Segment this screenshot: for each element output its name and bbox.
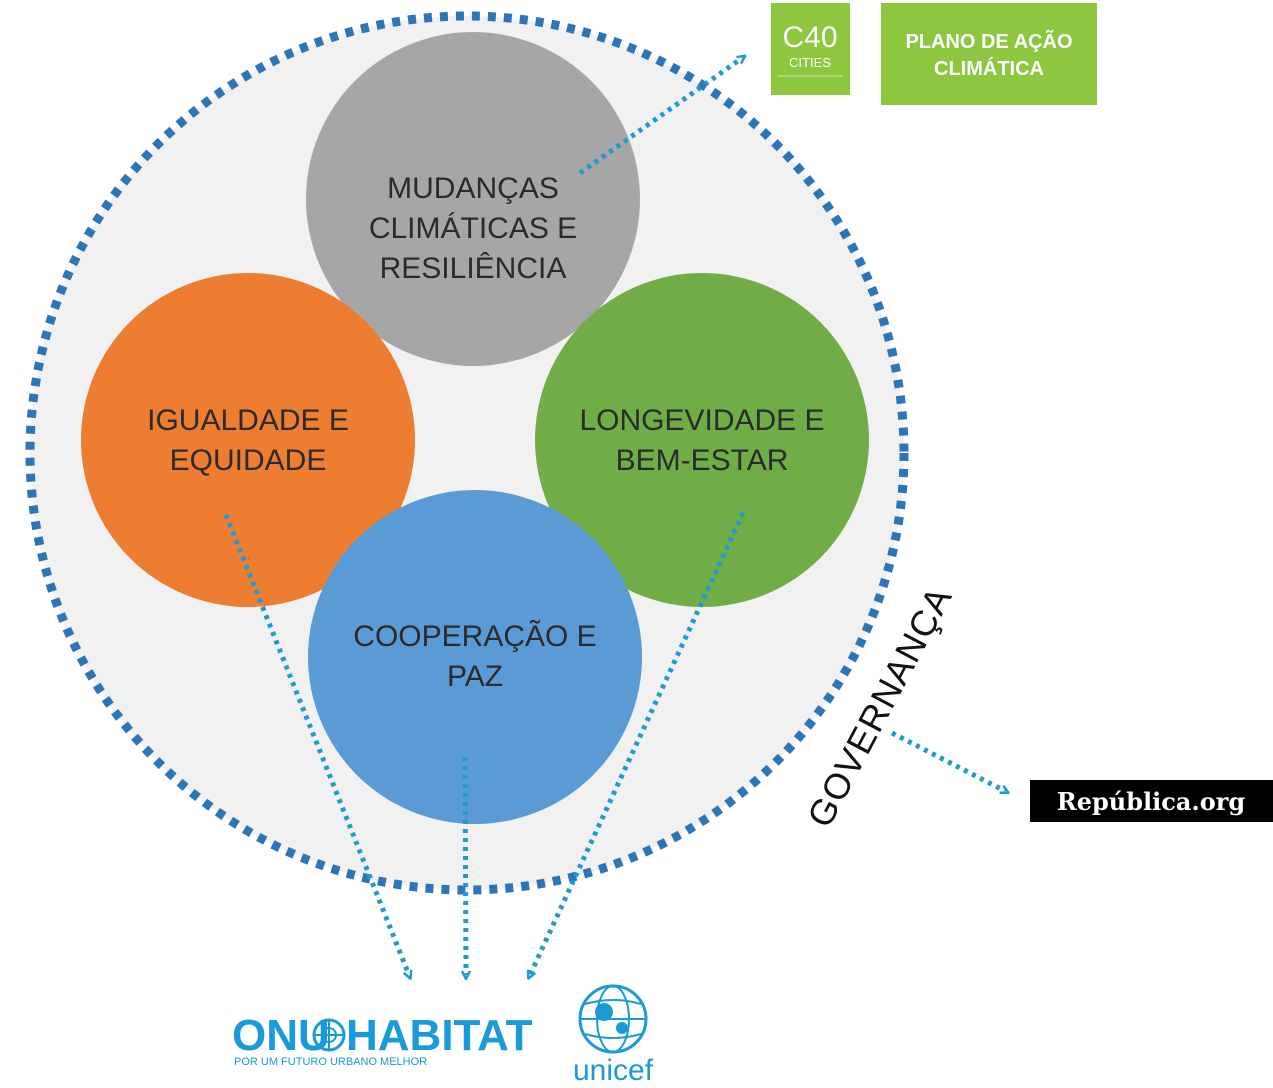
arrow-cooperation-to-onu: [465, 756, 466, 975]
arrow-climate-to-c40: [578, 58, 742, 176]
outer-circle-fill: [30, 16, 904, 890]
climate-text-2: CLIMÁTICAS E: [369, 212, 577, 245]
longevity-text-2: BEM-ESTAR: [616, 444, 789, 477]
plano-text-1: PLANO DE AÇÃO: [905, 30, 1072, 53]
equality-text-1: IGUALDADE E: [147, 404, 349, 437]
cooperation-text-2: PAZ: [447, 660, 503, 693]
equality-circle: [81, 273, 415, 607]
unicef-logo: unicef: [573, 984, 654, 1087]
plano-acao-badge: PLANO DE AÇÃO CLIMÁTICA: [881, 3, 1097, 105]
plano-text-2: CLIMÁTICA: [934, 57, 1044, 80]
governance-ring: [25, 11, 909, 895]
unicef-emblem-icon: [578, 984, 648, 1054]
c40-logo-text: C40: [782, 21, 837, 54]
onu-subtitle: POR UM FUTURO URBANO MELHOR: [234, 1056, 427, 1068]
arrow-equality-to-onu: [223, 514, 409, 975]
equality-text-2: EQUIDADE: [170, 444, 327, 477]
longevity-circle: [535, 273, 869, 607]
unicef-text: unicef: [573, 1054, 654, 1087]
onu-habitat-logo: ONU HABITAT POR UM FUTURO URBANO MELHOR: [232, 1011, 533, 1068]
climate-text-3: RESILIÊNCIA: [380, 252, 567, 285]
climate-text-1: MUDANÇAS: [387, 172, 559, 205]
republica-text: República.org: [1057, 787, 1246, 816]
c40-logo: C40 CITIES: [771, 3, 850, 95]
arrow-governance-to-republica: [890, 730, 1005, 791]
arrow-longevity-to-unicef: [530, 511, 746, 975]
c40-logo-cities: CITIES: [789, 55, 831, 70]
cooperation-text-1: COOPERAÇÃO E: [353, 619, 596, 653]
climate-circle: [306, 32, 640, 366]
habitat-text: HABITAT: [346, 1011, 533, 1060]
un-emblem-icon: [312, 1018, 346, 1052]
republica-logo: República.org: [1030, 780, 1273, 822]
cooperation-circle: [308, 490, 642, 824]
longevity-text-1: LONGEVIDADE E: [579, 404, 824, 437]
